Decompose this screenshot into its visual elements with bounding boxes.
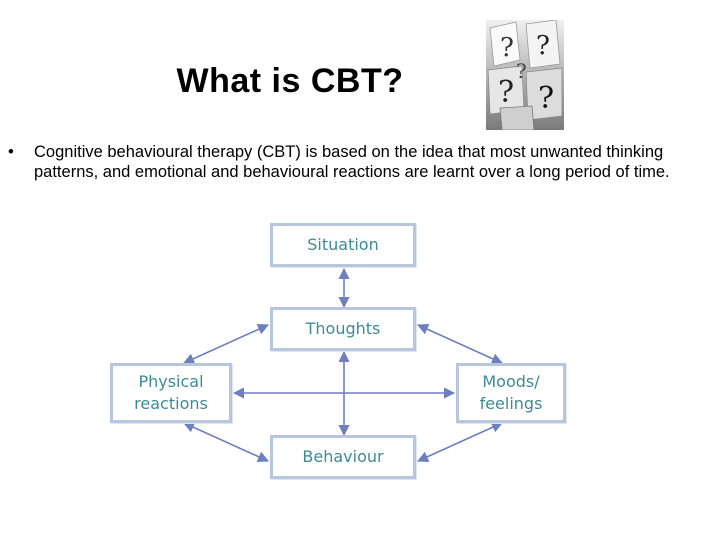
svg-text:?: ?	[538, 81, 554, 116]
node-physical-reactions: Physical reactions	[110, 363, 232, 423]
node-physical-line2: reactions	[134, 394, 208, 413]
svg-text:?: ?	[500, 33, 514, 63]
question-marks-image: ? ? ? ? ?	[486, 20, 564, 130]
node-situation: Situation	[270, 223, 416, 267]
arrow-thoughts-physical	[182, 324, 270, 364]
node-physical-line1: Physical	[138, 372, 204, 391]
arrow-thoughts-moods	[416, 324, 504, 364]
svg-text:?: ?	[498, 75, 514, 110]
node-thoughts: Thoughts	[270, 307, 416, 351]
svg-text:?: ?	[536, 31, 550, 61]
diagram-arrows	[182, 267, 504, 462]
node-moods-feelings: Moods/ feelings	[456, 363, 566, 423]
node-moods-line1: Moods/	[482, 372, 540, 391]
bullet-text: Cognitive behavioural therapy (CBT) is b…	[34, 143, 670, 181]
bullet-dot: •	[8, 143, 14, 161]
node-behaviour-label: Behaviour	[302, 447, 384, 466]
svg-text:?: ?	[516, 59, 527, 83]
arrow-moods-behaviour	[416, 422, 504, 462]
slide-title: What is CBT?	[176, 62, 404, 100]
node-moods-line2: feelings	[479, 394, 543, 413]
arrow-physical-behaviour	[182, 422, 270, 462]
bullet-item: • Cognitive behavioural therapy (CBT) is…	[8, 142, 708, 182]
node-thoughts-label: Thoughts	[305, 319, 381, 338]
node-behaviour: Behaviour	[270, 435, 416, 479]
cbt-cycle-diagram: Situation Thoughts Physical reactions Mo…	[100, 215, 580, 485]
node-situation-label: Situation	[307, 235, 379, 254]
